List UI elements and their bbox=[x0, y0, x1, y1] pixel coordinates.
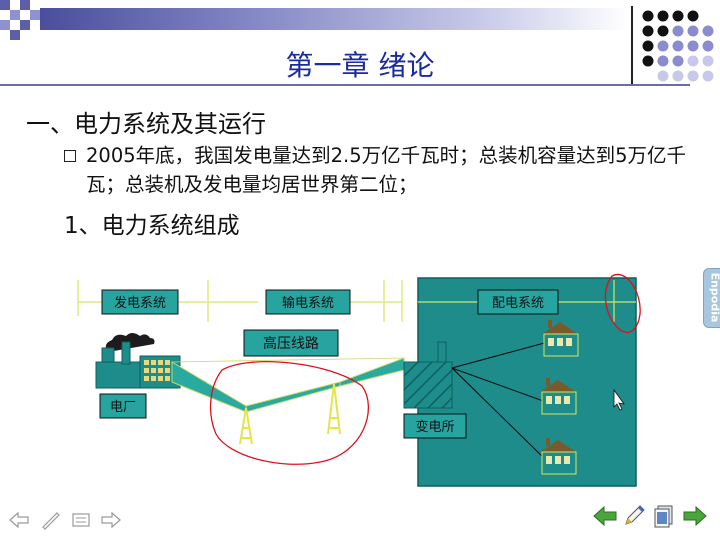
distribution-lines bbox=[451, 341, 549, 461]
substation-icon bbox=[403, 341, 453, 409]
tower-icon bbox=[239, 383, 341, 445]
title-underline bbox=[0, 84, 690, 86]
house-icon bbox=[540, 320, 579, 475]
label-plant: 电厂 bbox=[110, 400, 136, 415]
header-divider bbox=[631, 6, 633, 84]
green-arrow-left-icon[interactable] bbox=[592, 504, 618, 528]
label-trans-system: 输电系统 bbox=[282, 295, 334, 311]
label-dist-system: 配电系统 bbox=[492, 296, 544, 311]
bullet-square-icon bbox=[64, 150, 76, 162]
transmission-line-fan bbox=[171, 357, 405, 413]
pen-icon[interactable] bbox=[40, 510, 62, 530]
guide-lines bbox=[77, 280, 636, 322]
menu-icon[interactable] bbox=[70, 510, 92, 530]
power-plant-icon bbox=[95, 333, 181, 389]
green-arrow-right-icon[interactable] bbox=[682, 504, 708, 528]
subsection-heading: 1、电力系统组成 bbox=[64, 213, 240, 239]
cursor-icon bbox=[613, 388, 625, 411]
label-gen-system: 发电系统 bbox=[114, 295, 166, 311]
bullet-text: 2005年底，我国发电量达到2.5万亿千瓦时；总装机容量达到5万亿千瓦；总装机及… bbox=[86, 144, 687, 196]
side-tab[interactable]: Enpodia bbox=[703, 268, 720, 328]
pages-icon[interactable] bbox=[652, 502, 678, 528]
checker-logo-icon bbox=[0, 0, 40, 40]
arrow-left-icon[interactable] bbox=[8, 510, 30, 530]
side-tab-label: Enpodia bbox=[708, 272, 720, 323]
dot-grid-icon bbox=[642, 10, 714, 82]
arrow-right-icon[interactable] bbox=[100, 510, 122, 530]
label-substation: 变电所 bbox=[415, 419, 454, 435]
red-annotation bbox=[209, 273, 641, 465]
section-heading: 一、电力系统及其运行 bbox=[26, 110, 266, 138]
diagram-labels: 发电系统 输电系统 配电系统 高压线路 电厂 变电所 bbox=[99, 289, 559, 439]
highlighter-icon[interactable] bbox=[622, 502, 648, 528]
power-system-diagram: 发电系统 输电系统 配电系统 高压线路 电厂 变电所 bbox=[77, 273, 641, 487]
header-gradient-bar bbox=[40, 8, 630, 30]
slide-title: 第一章 绪论 bbox=[285, 49, 435, 82]
label-hv-line: 高压线路 bbox=[263, 335, 319, 352]
